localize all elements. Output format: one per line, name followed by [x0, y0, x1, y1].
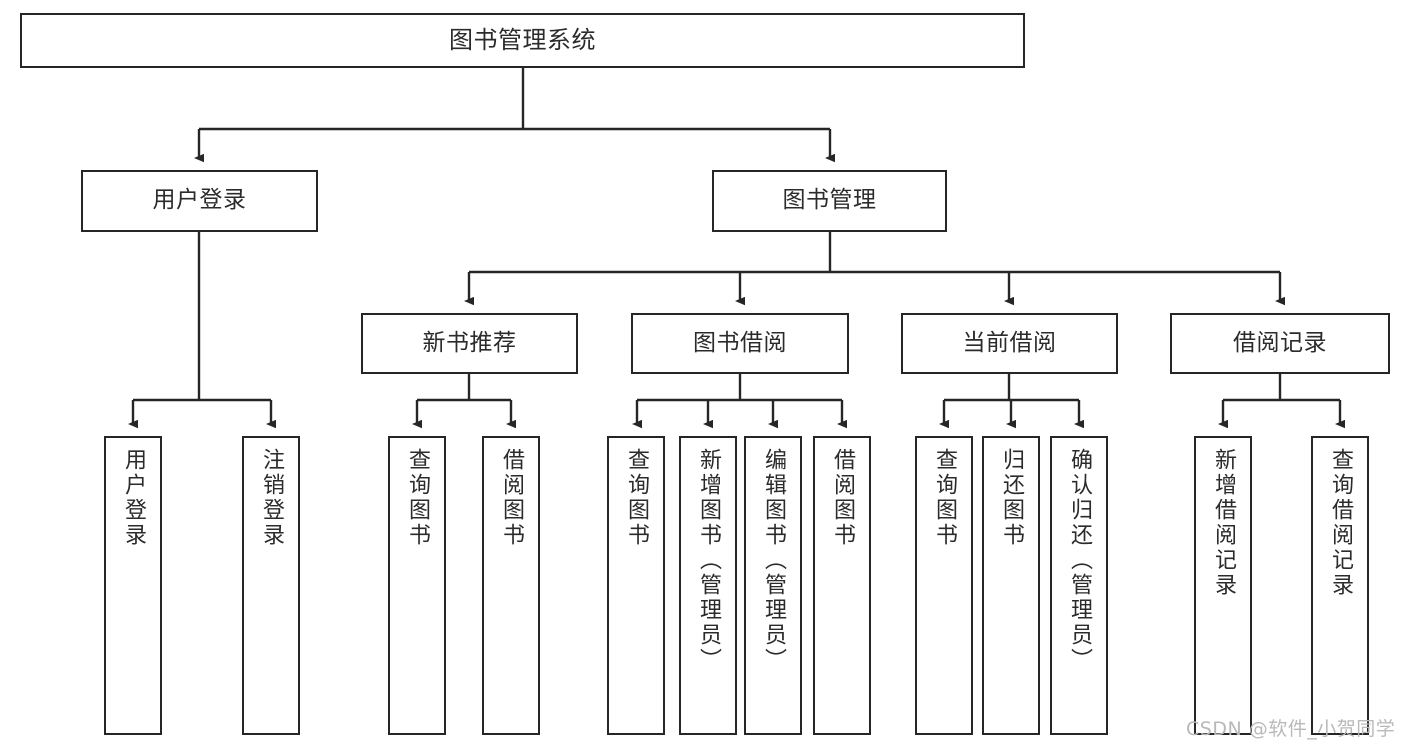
leaf-recommend-borrow-book[interactable]: 借阅图书: [482, 436, 540, 735]
node-label: 查询图书: [624, 448, 649, 548]
node-label: 借阅记录: [1233, 329, 1327, 356]
node-book-borrow[interactable]: 图书借阅: [631, 313, 849, 374]
node-new-book-recommend[interactable]: 新书推荐: [361, 313, 578, 374]
leaf-user-logout[interactable]: 注销登录: [242, 436, 300, 735]
node-label: 借阅图书: [499, 448, 524, 548]
node-label: 新增借阅记录: [1211, 448, 1236, 598]
node-label: 用户登录: [121, 448, 146, 548]
leaf-user-login[interactable]: 用户登录: [104, 436, 162, 735]
node-label: 当前借阅: [962, 329, 1057, 356]
csdn-watermark: CSDN @软件_小贺同学: [1186, 718, 1396, 740]
node-label: 新增图书（管理员）: [696, 448, 721, 673]
node-borrow-record[interactable]: 借阅记录: [1170, 313, 1390, 374]
node-label: 归还图书: [999, 448, 1024, 548]
leaf-recommend-query-book[interactable]: 查询图书: [388, 436, 446, 735]
node-label: 用户登录: [152, 187, 247, 214]
node-book-management[interactable]: 图书管理: [712, 170, 947, 232]
leaf-current-query-book[interactable]: 查询图书: [915, 436, 973, 735]
leaf-current-return-book[interactable]: 归还图书: [982, 436, 1040, 735]
leaf-borrow-edit-book-admin[interactable]: 编辑图书（管理员）: [744, 436, 802, 735]
node-label: 新书推荐: [422, 329, 517, 356]
node-label: 查询图书: [405, 448, 430, 548]
node-label: 注销登录: [259, 448, 284, 548]
leaf-borrow-add-book-admin[interactable]: 新增图书（管理员）: [679, 436, 737, 735]
leaf-borrow-borrow-book[interactable]: 借阅图书: [813, 436, 871, 735]
leaf-record-add-borrow-record[interactable]: 新增借阅记录: [1194, 436, 1252, 735]
node-label: 图书管理: [782, 187, 877, 214]
node-label: 图书借阅: [693, 329, 787, 356]
node-label: 编辑图书（管理员）: [761, 448, 786, 673]
node-user-login[interactable]: 用户登录: [81, 170, 318, 232]
leaf-borrow-query-book[interactable]: 查询图书: [607, 436, 665, 735]
node-label: 借阅图书: [830, 448, 855, 548]
node-label: 查询借阅记录: [1328, 448, 1353, 598]
leaf-current-confirm-return-admin[interactable]: 确认归还（管理员）: [1050, 436, 1108, 735]
node-current-borrow[interactable]: 当前借阅: [901, 313, 1118, 374]
node-label: 查询图书: [932, 448, 957, 548]
node-root-system[interactable]: 图书管理系统: [20, 13, 1025, 68]
node-label: 图书管理系统: [449, 26, 596, 55]
leaf-record-query-borrow-record[interactable]: 查询借阅记录: [1311, 436, 1369, 735]
node-label: 确认归还（管理员）: [1067, 448, 1092, 673]
